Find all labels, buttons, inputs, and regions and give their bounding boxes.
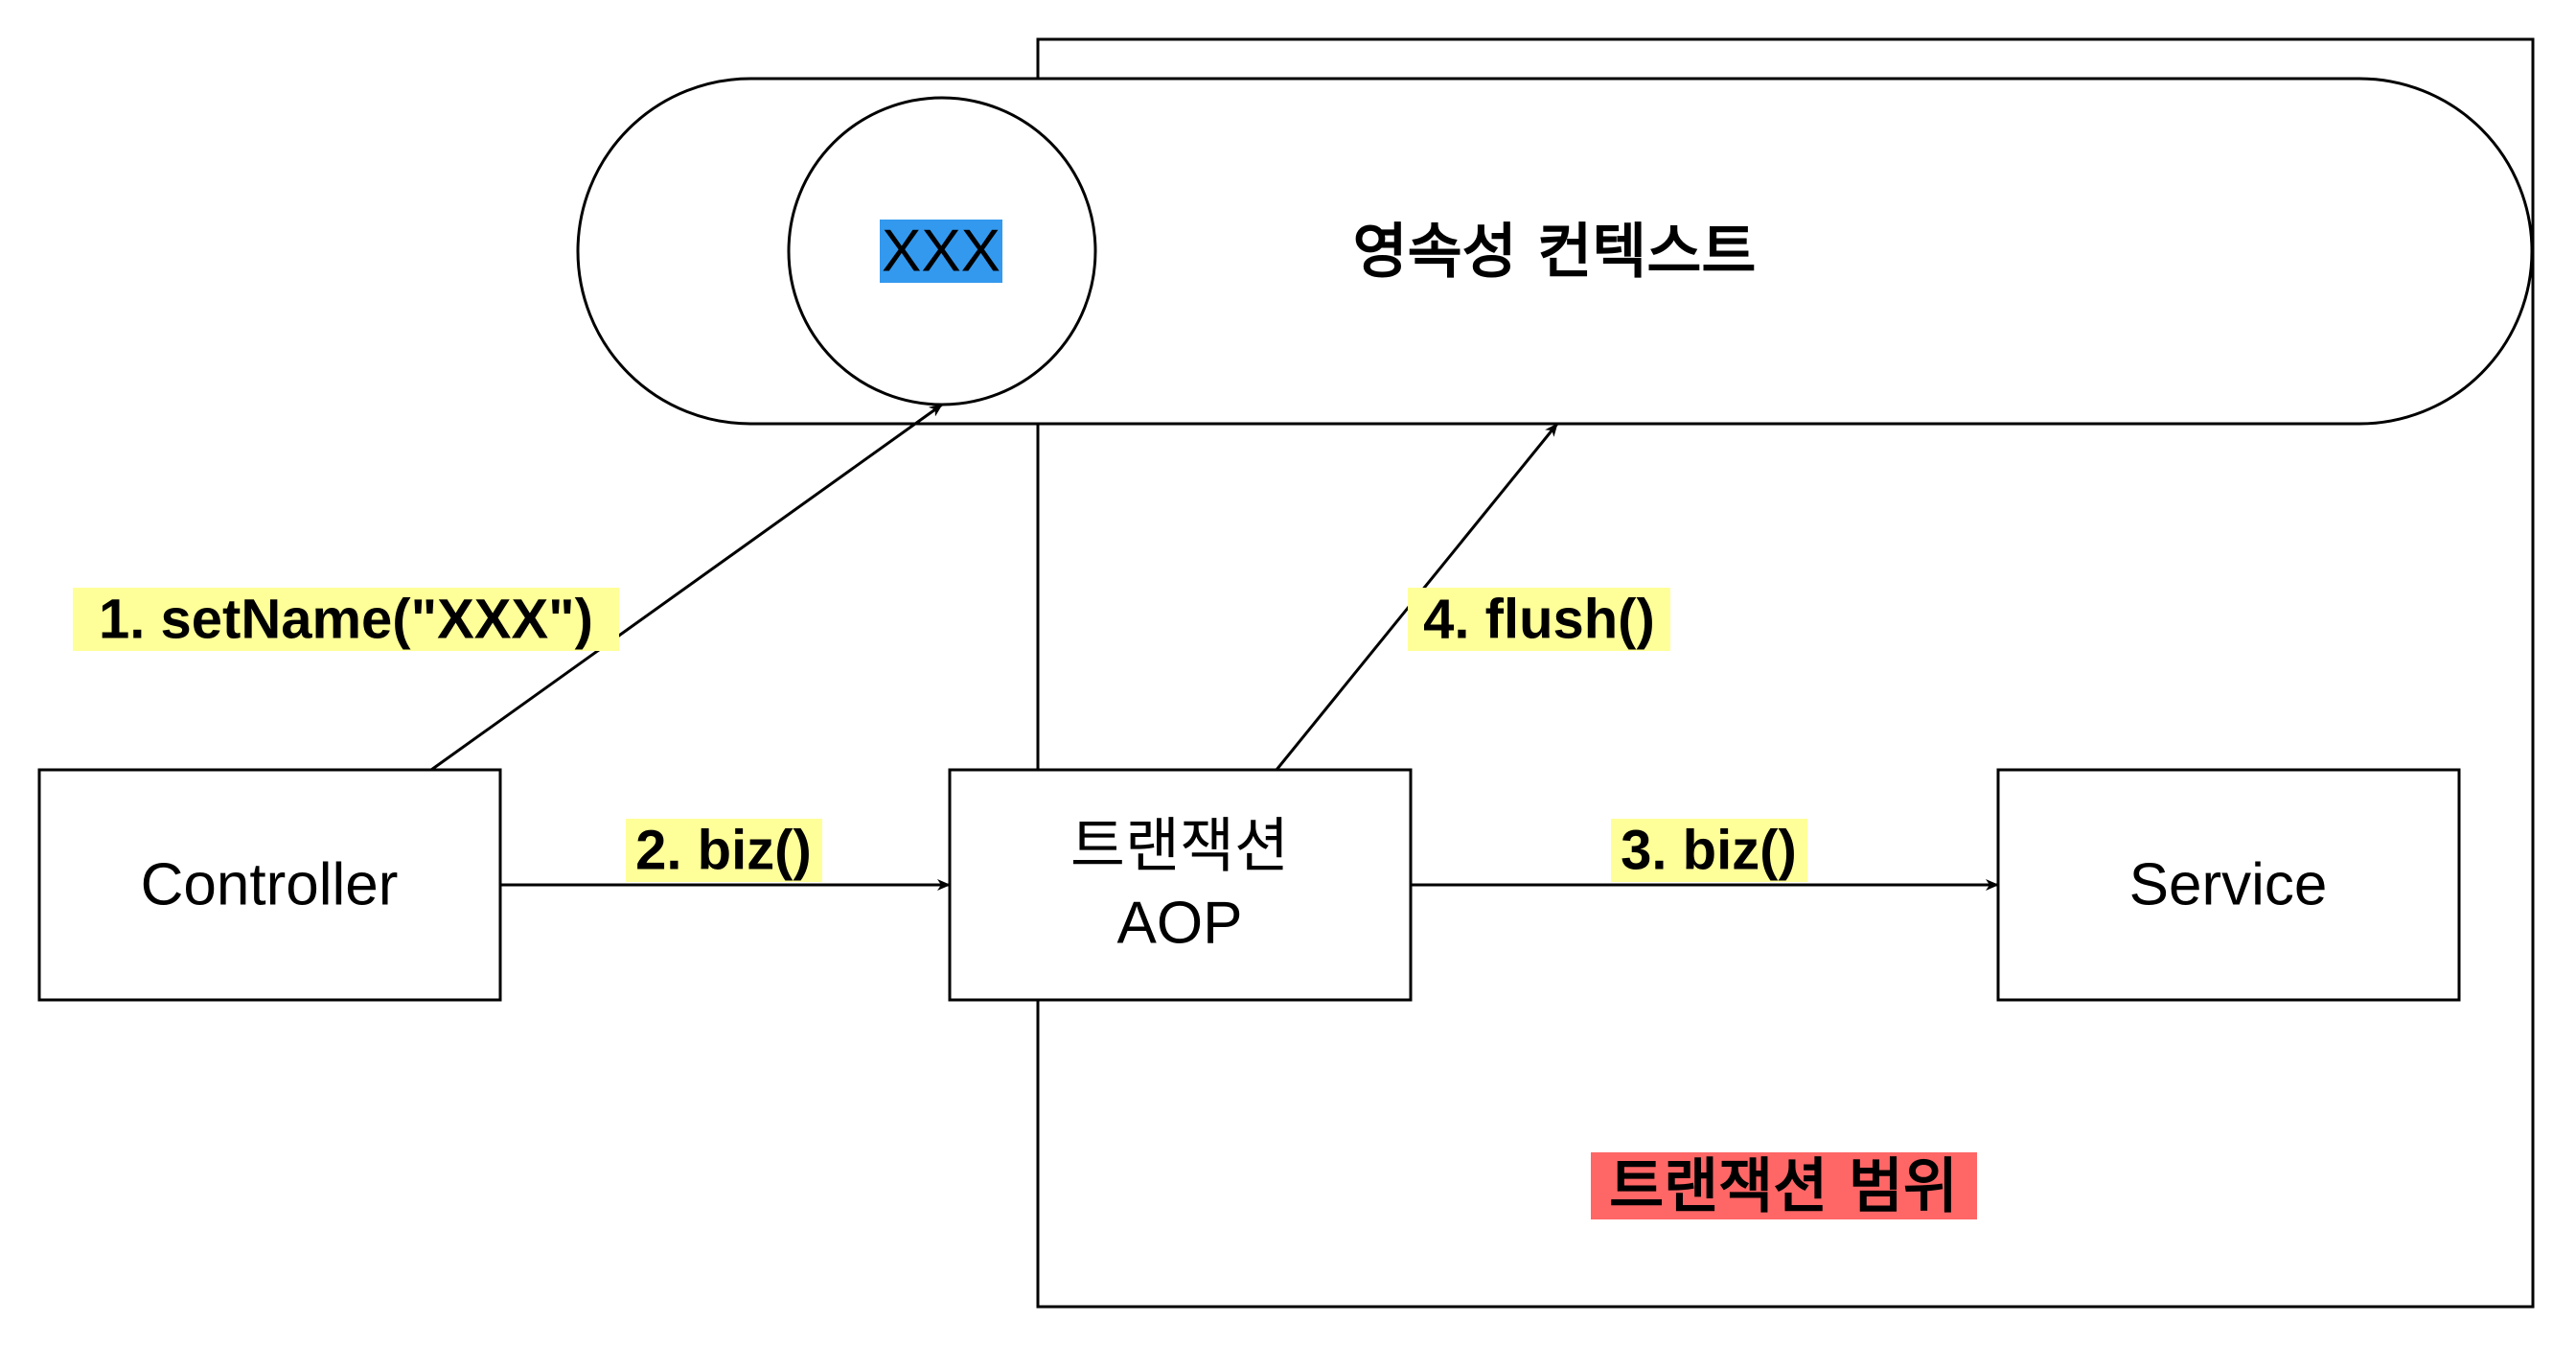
transaction-scope-label: 트랜잭션 범위 [1609,1151,1958,1221]
controller-label: Controller [141,852,399,918]
transaction-scope-box [1036,37,2535,1309]
flush-label-highlight [1408,588,1670,651]
biz-to-aop-label-highlight [626,819,822,882]
flush-label: 4. flush() [1423,589,1655,651]
biz-to-aop-label: 2. biz() [635,820,812,882]
entity-value-highlight [880,220,1002,283]
service-label: Service [2129,852,2328,918]
transaction-aop-box [948,768,1413,1002]
transaction-scope-label-highlight [1591,1152,1977,1219]
biz-to-service-label-highlight [1611,819,1807,882]
service-box [1996,768,2461,1002]
transaction-aop-label-line2: AOP [1117,891,1243,957]
entity-value: XXX [882,219,1000,285]
transaction-aop-label-line1: 트랜잭션 [1070,814,1289,880]
set-name-label-highlight [73,588,619,651]
biz-to-service-label: 3. biz() [1621,820,1797,882]
arrow-set-name [430,403,943,772]
persistence-context-title: 영속성 컨텍스트 [1353,217,1757,287]
set-name-label: 1. setName("XXX") [99,589,593,651]
